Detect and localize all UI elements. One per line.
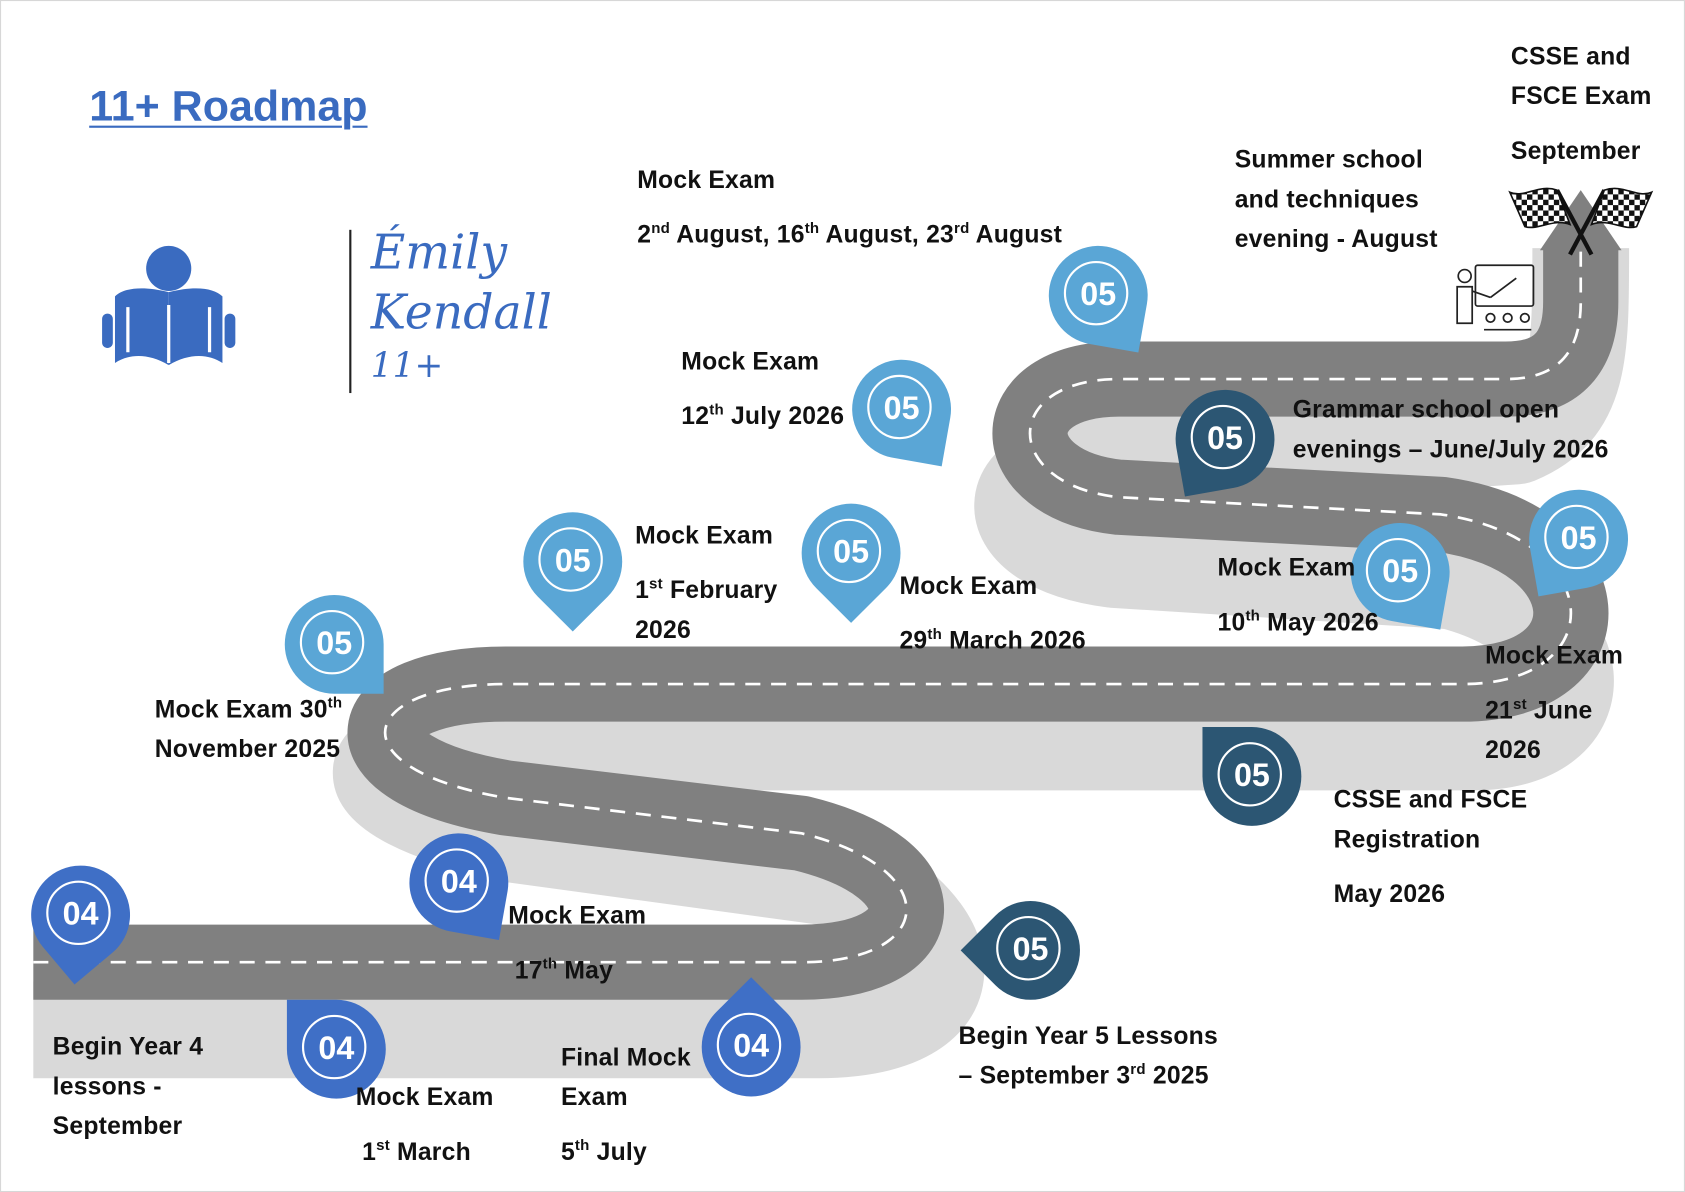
logo-word-3: 11+ bbox=[370, 344, 444, 386]
logo-word-2: Kendall bbox=[370, 285, 552, 341]
logo-word-1: Émily bbox=[370, 225, 508, 281]
teacher-classroom-icon bbox=[1456, 264, 1535, 331]
pin-begin-year-5: 05 bbox=[960, 880, 1101, 1021]
pin-begin-year-4: 04 bbox=[10, 845, 151, 985]
pin-mock-august: 05 bbox=[1040, 238, 1156, 353]
pin-csse-registration: 05 bbox=[1202, 727, 1302, 826]
pin-mock-17-may: 04 bbox=[401, 825, 517, 940]
pin-mock-1-march: 04 bbox=[286, 999, 386, 1099]
pin-mock-30-november: 05 bbox=[284, 594, 384, 694]
pin-mock-1-february: 05 bbox=[502, 491, 643, 632]
pin-final-mock: 04 bbox=[681, 977, 822, 1117]
label-begin-year-5: Begin Year 5 Lessons– September 3rd 2025 bbox=[958, 1021, 1218, 1089]
pin-grammar-open-evenings: 05 bbox=[1167, 381, 1283, 497]
reading-child-logo-icon bbox=[102, 245, 236, 366]
pin-mock-12-july: 05 bbox=[844, 351, 959, 467]
pin-mock-10-may: 05 bbox=[1342, 515, 1458, 630]
page-title: 11+ Roadmap bbox=[89, 82, 368, 130]
brand-logo: Émily Kendall 11+ bbox=[100, 221, 552, 398]
pin-mock-29-march: 05 bbox=[781, 483, 921, 623]
road-center-line bbox=[33, 248, 1583, 964]
checkered-flags-icon bbox=[1508, 187, 1654, 256]
pin-mock-21-june: 05 bbox=[1521, 481, 1636, 597]
logo-divider bbox=[349, 229, 352, 394]
